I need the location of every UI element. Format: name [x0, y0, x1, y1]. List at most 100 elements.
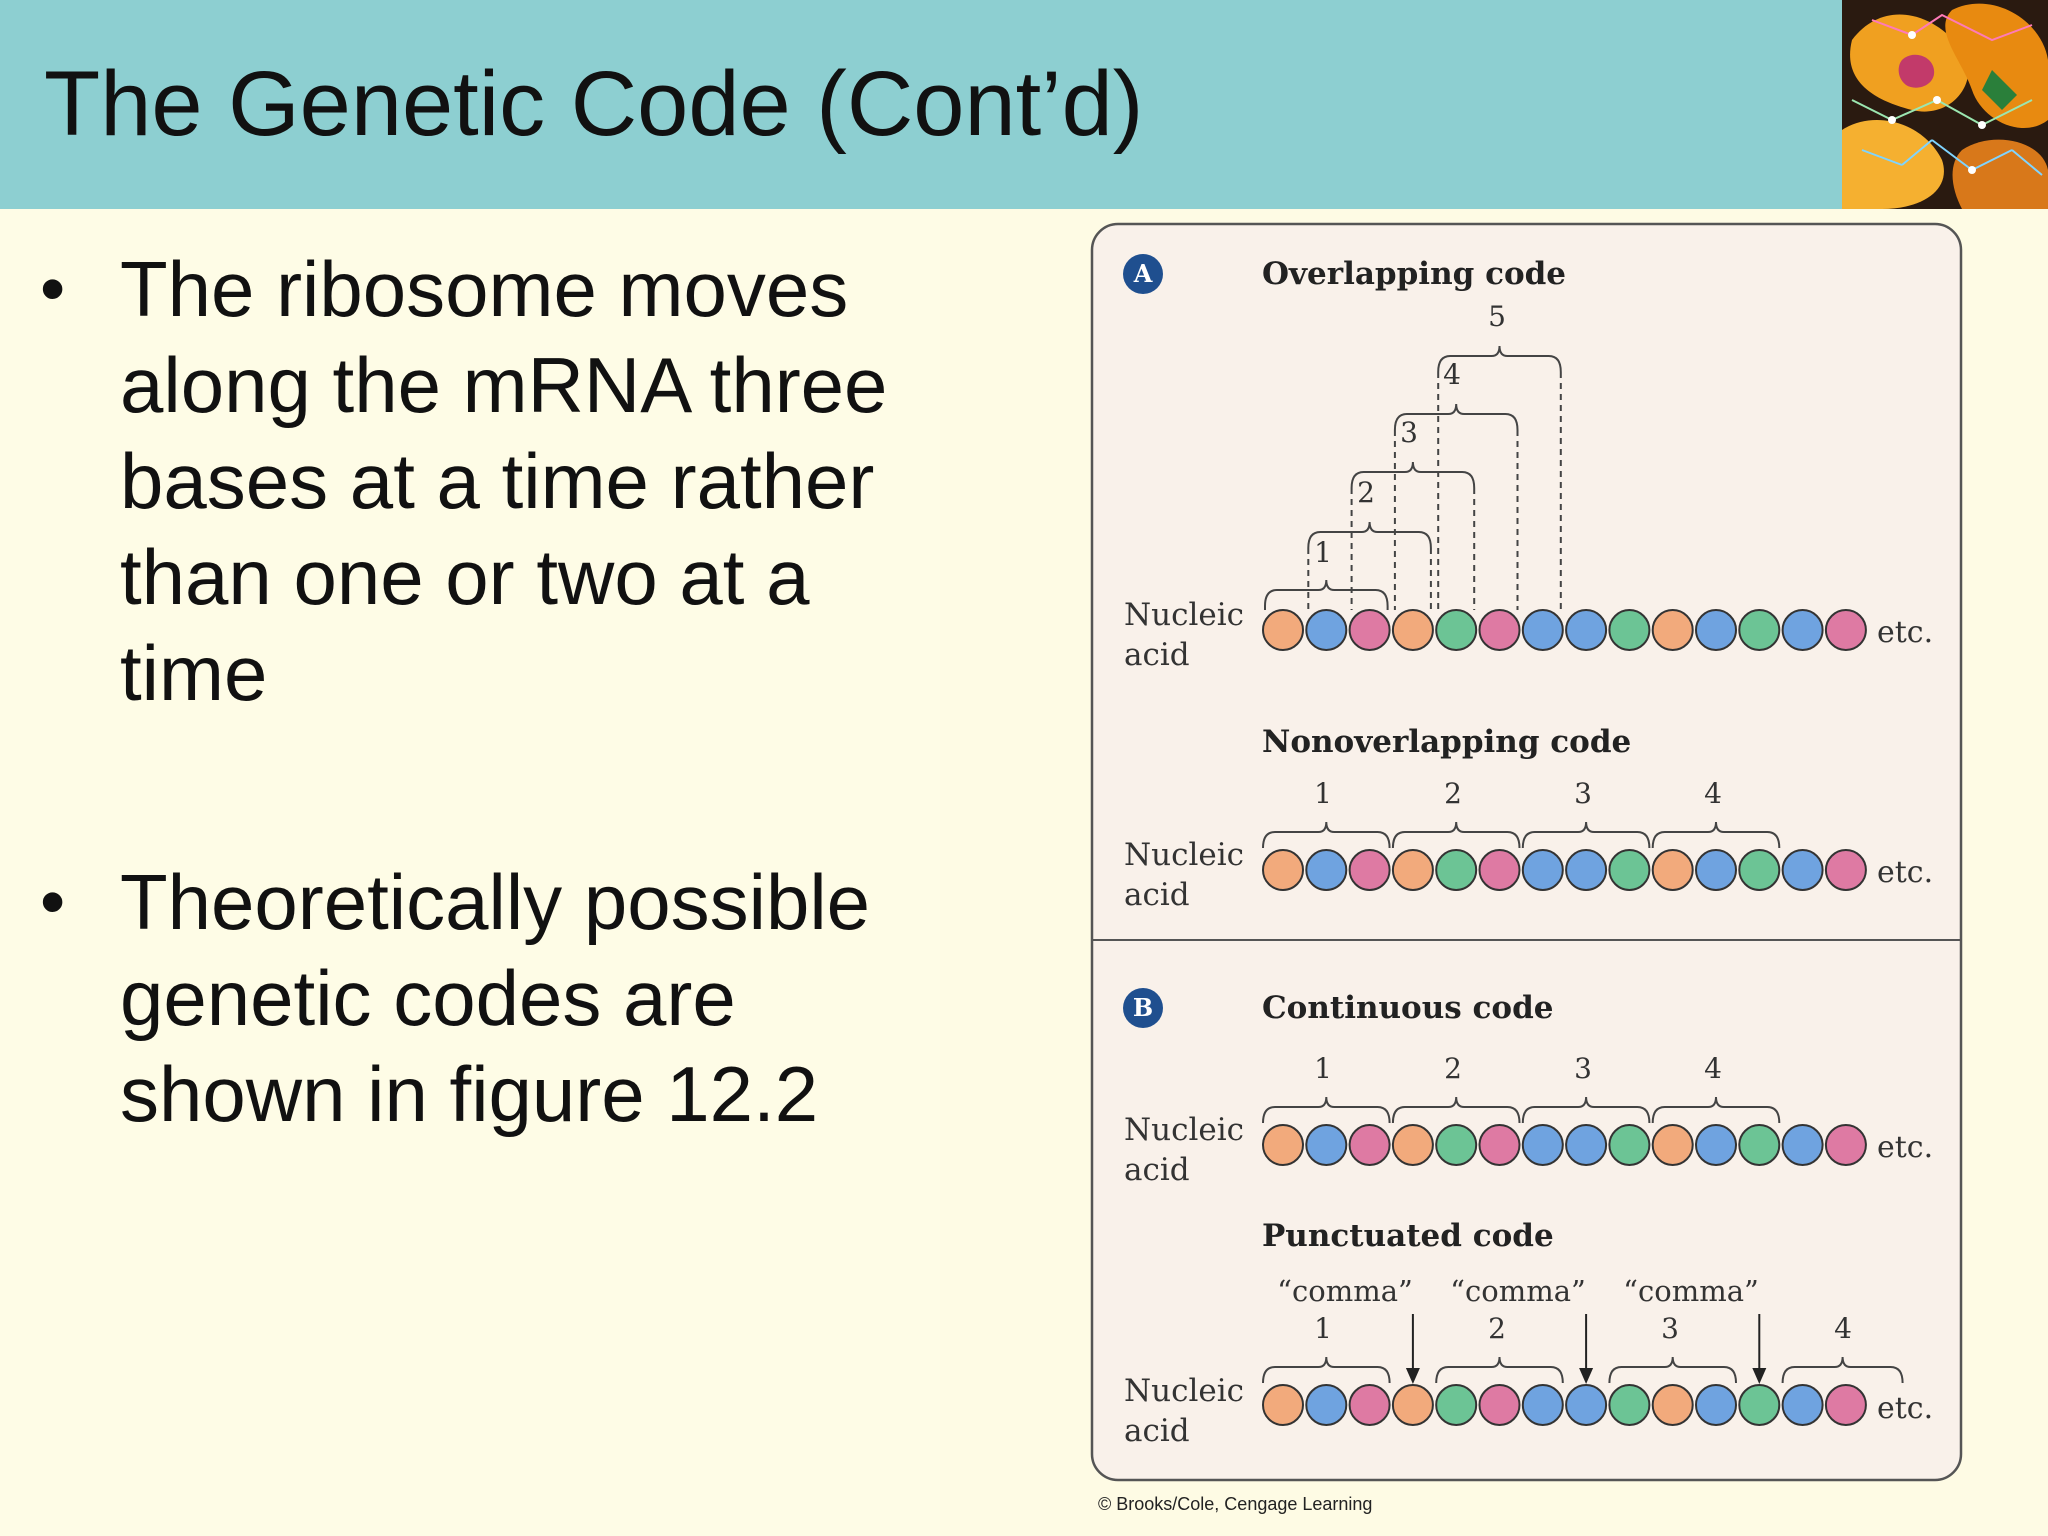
- bullet-dot-icon: •: [40, 249, 66, 329]
- base-bead: [1262, 609, 1304, 651]
- base-bead: [1478, 1124, 1521, 1166]
- codon-brace: [1350, 461, 1476, 489]
- codon-number: 1: [1314, 1052, 1332, 1085]
- base-bead: [1565, 849, 1608, 891]
- codon-brace: [1262, 821, 1391, 849]
- codon-number: 3: [1574, 777, 1592, 810]
- base-bead: [1695, 1124, 1737, 1166]
- base-bead: [1781, 609, 1824, 651]
- base-bead: [1391, 609, 1434, 651]
- comma-label: “comma”: [1277, 1274, 1413, 1308]
- codon-brace: [1521, 1096, 1651, 1124]
- base-bead: [1391, 849, 1434, 891]
- base-bead: [1781, 849, 1824, 891]
- diagram-shapes: [1262, 345, 1904, 1426]
- base-bead: [1435, 1384, 1478, 1426]
- base-bead: [1262, 1384, 1304, 1426]
- codon-brace: [1651, 1096, 1781, 1124]
- base-bead: [1738, 1124, 1781, 1166]
- base-bead: [1521, 1384, 1564, 1426]
- codon-number: 1: [1314, 777, 1332, 810]
- codon-brace: [1608, 1356, 1737, 1384]
- genetic-code-figure: A B Overlapping code Nonoverlapping code…: [1090, 222, 1964, 1484]
- panel-a-badge-icon: [1123, 254, 1163, 294]
- codon-number: 4: [1704, 1052, 1722, 1085]
- base-bead: [1695, 849, 1737, 891]
- codon-brace: [1262, 1356, 1391, 1384]
- base-bead: [1478, 1384, 1521, 1426]
- bullet-text: Theoretically possible genetic codes are…: [120, 858, 871, 1138]
- comma-arrowhead-icon: [1579, 1368, 1594, 1384]
- codon-number: 2: [1444, 777, 1462, 810]
- base-bead: [1435, 849, 1478, 891]
- nonoverlapping-code-title: Nonoverlapping code: [1262, 724, 1631, 760]
- panel-b-badge-icon: [1123, 988, 1163, 1028]
- etc-label: etc.: [1877, 1130, 1933, 1165]
- base-bead: [1565, 1384, 1608, 1426]
- base-bead: [1824, 609, 1867, 651]
- molecule-art-icon: [1842, 0, 2048, 209]
- codon-number: 2: [1488, 1312, 1506, 1345]
- base-bead: [1824, 1124, 1867, 1166]
- base-bead: [1781, 1384, 1824, 1426]
- base-bead: [1348, 609, 1391, 651]
- overlap-number: 3: [1400, 416, 1418, 449]
- etc-label: etc.: [1877, 855, 1933, 890]
- overlap-number: 2: [1357, 476, 1375, 509]
- base-bead: [1305, 1124, 1348, 1166]
- decorative-molecule-image: [1842, 0, 2048, 209]
- bullet-dot-icon: •: [40, 862, 66, 942]
- base-bead: [1738, 1384, 1781, 1426]
- base-bead: [1695, 609, 1737, 651]
- acid-label: acid: [1124, 1152, 1190, 1188]
- codon-brace: [1264, 579, 1389, 607]
- base-bead: [1565, 609, 1608, 651]
- codon-brace: [1391, 821, 1521, 849]
- panel-b-letter: B: [1133, 993, 1153, 1022]
- content-area: • The ribosome moves along the mRNA thre…: [0, 209, 940, 1536]
- codon-brace: [1391, 1096, 1521, 1124]
- continuous-code-title: Continuous code: [1262, 990, 1553, 1026]
- base-bead: [1738, 849, 1781, 891]
- base-bead: [1521, 1124, 1564, 1166]
- codon-number: 2: [1444, 1052, 1462, 1085]
- codon-brace: [1781, 1356, 1904, 1384]
- bullet-text: The ribosome moves along the mRNA three …: [120, 245, 888, 717]
- base-bead: [1391, 1124, 1434, 1166]
- slide-title: The Genetic Code (Cont’d): [44, 53, 1144, 155]
- nucleic-label: Nucleic: [1124, 1112, 1244, 1148]
- base-bead: [1262, 849, 1304, 891]
- nucleic-label: Nucleic: [1124, 837, 1244, 873]
- base-bead: [1521, 849, 1564, 891]
- base-bead: [1824, 849, 1867, 891]
- overlap-number: 5: [1488, 300, 1506, 333]
- base-bead: [1651, 609, 1694, 651]
- base-bead: [1824, 1384, 1867, 1426]
- copyright-credit: © Brooks/Cole, Cengage Learning: [1098, 1494, 1373, 1514]
- codon-brace: [1393, 403, 1519, 431]
- base-bead: [1695, 1384, 1737, 1426]
- base-bead: [1608, 1384, 1651, 1426]
- overlap-number: 4: [1443, 358, 1461, 391]
- base-bead: [1565, 1124, 1608, 1166]
- base-bead: [1262, 1124, 1304, 1166]
- figure-canvas: A B Overlapping code Nonoverlapping code…: [1090, 222, 1963, 1482]
- overlap-number: 1: [1314, 536, 1332, 569]
- base-bead: [1521, 609, 1564, 651]
- base-bead: [1478, 849, 1521, 891]
- panel-a-letter: A: [1133, 259, 1153, 288]
- codon-number: 3: [1661, 1312, 1679, 1345]
- punctuated-code-title: Punctuated code: [1262, 1218, 1554, 1254]
- comma-arrowhead-icon: [1405, 1368, 1420, 1384]
- base-bead: [1608, 1124, 1651, 1166]
- base-bead: [1348, 1384, 1391, 1426]
- comma-arrowhead-icon: [1752, 1368, 1767, 1384]
- base-bead: [1391, 1384, 1434, 1426]
- codon-brace: [1435, 1356, 1564, 1384]
- bullet-list: • The ribosome moves along the mRNA thre…: [0, 209, 940, 1536]
- base-bead: [1608, 609, 1651, 651]
- codon-number: 4: [1704, 777, 1722, 810]
- base-bead: [1651, 1124, 1694, 1166]
- base-bead: [1348, 1124, 1391, 1166]
- codon-brace: [1307, 521, 1432, 549]
